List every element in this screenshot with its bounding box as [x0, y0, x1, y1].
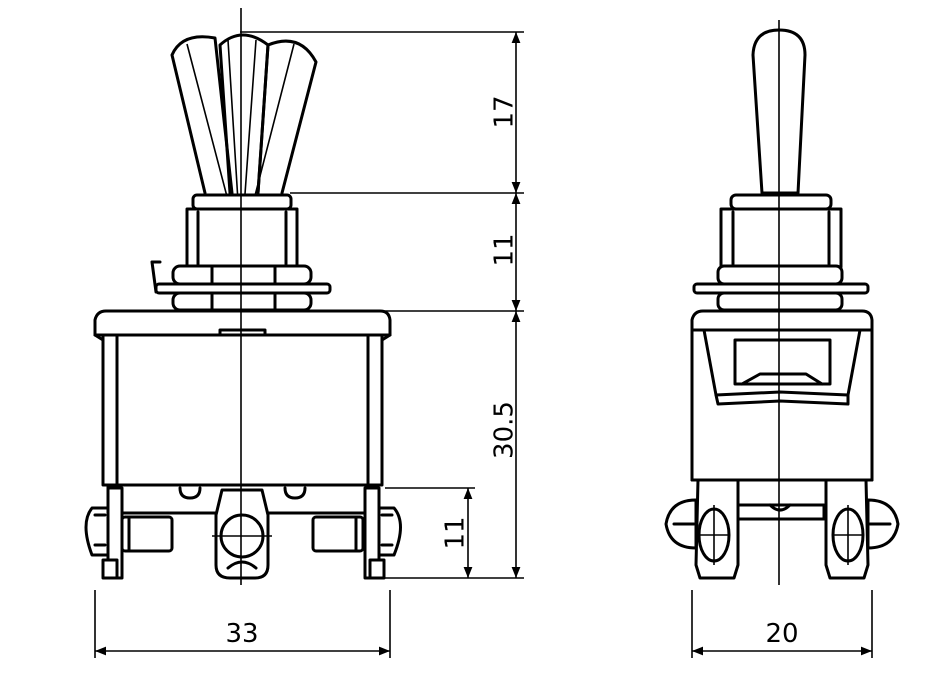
side-view	[664, 20, 900, 585]
dimension-lines	[94, 31, 873, 658]
dimension-labels: 17 11 30.5 11 33 20	[225, 95, 798, 649]
front-terminals	[84, 483, 402, 580]
front-nuts	[150, 260, 332, 312]
dim-lever-height: 17	[490, 95, 520, 128]
front-body	[93, 309, 392, 487]
side-bushing	[719, 193, 843, 269]
front-bushing	[185, 193, 299, 269]
side-nuts	[692, 264, 870, 312]
front-view	[84, 8, 402, 585]
dim-body-width: 33	[225, 619, 258, 649]
dim-body-height: 30.5	[490, 401, 520, 459]
side-terminals	[664, 478, 900, 580]
side-body	[690, 309, 874, 482]
dim-terminal-height: 11	[441, 516, 471, 549]
dim-side-width: 20	[765, 619, 798, 649]
dim-bushing-height: 11	[490, 233, 520, 266]
